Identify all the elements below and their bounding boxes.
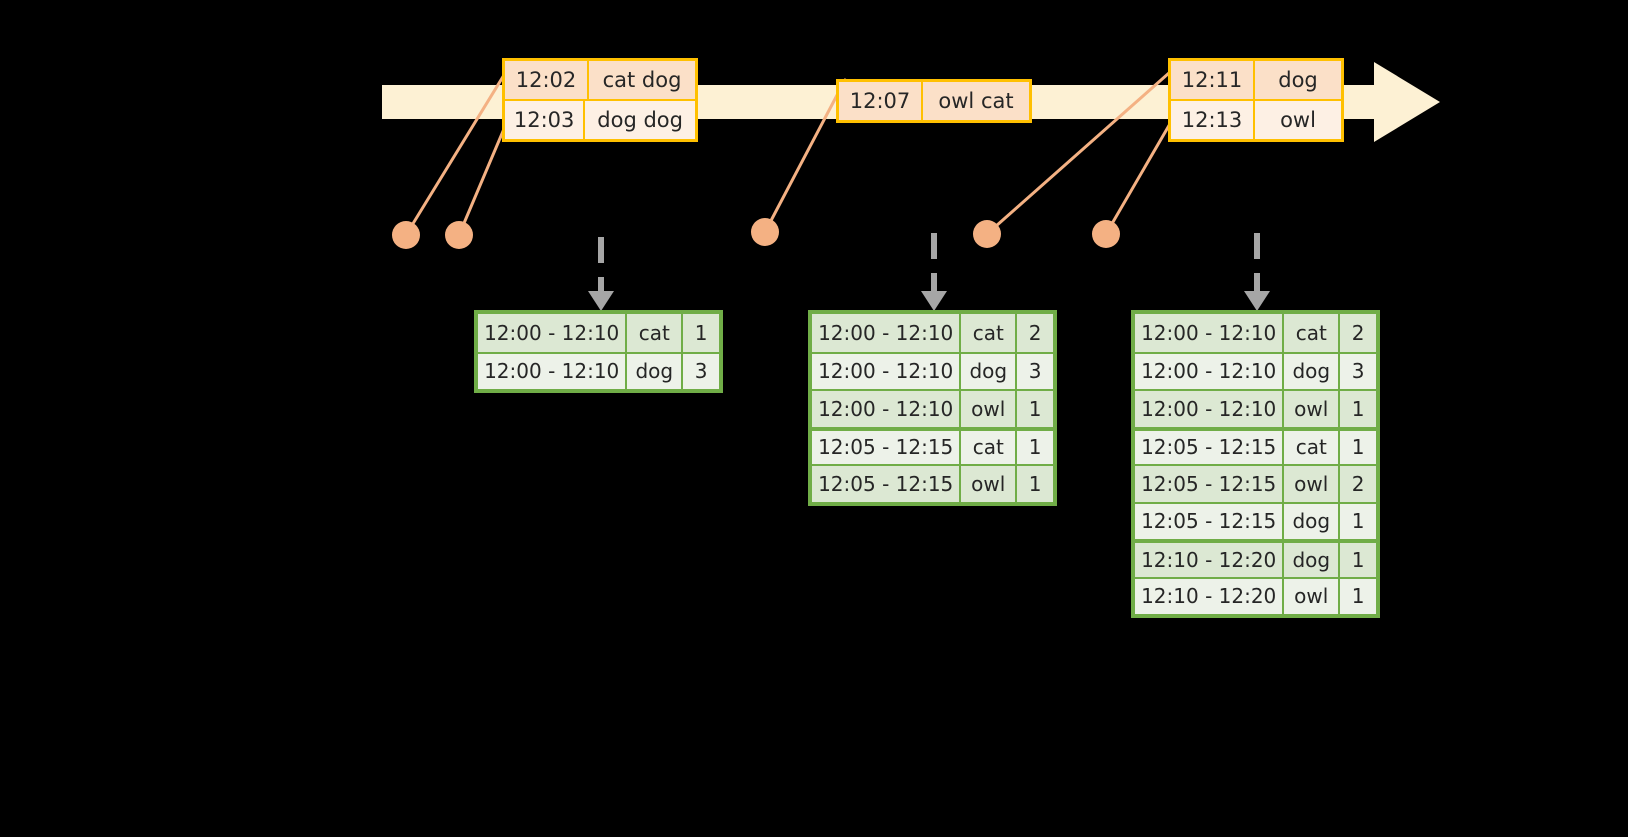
count-cell: 1 <box>1351 435 1365 460</box>
emit-arrow-2 <box>921 233 947 311</box>
event-payload: owl <box>1280 108 1316 132</box>
key-cell: dog <box>627 353 684 389</box>
window-cell: 12:05 - 12:15 <box>1135 466 1285 502</box>
emit-arrow-2-head <box>921 291 947 311</box>
connector-line-5 <box>1104 108 1180 236</box>
window-cell: 12:05 - 12:15 <box>812 430 962 464</box>
event-payload: cat dog <box>602 68 682 92</box>
window-cell: 12:00 - 12:10 <box>478 353 628 389</box>
window-cell: 12:00 - 12:10 <box>1135 353 1285 389</box>
emit-arrow-3-head <box>1244 291 1270 311</box>
event-dot-2 <box>445 221 473 249</box>
event-payload: owl cat <box>938 89 1014 113</box>
emit-arrow-1 <box>588 237 614 311</box>
key-cell: owl <box>1284 391 1341 427</box>
event-row[interactable]: 12:11 dog <box>1171 61 1341 99</box>
event-dot-4 <box>973 220 1001 248</box>
count-cell: 1 <box>1351 396 1365 421</box>
emit-arrow-3 <box>1244 233 1270 311</box>
event-payload: dog <box>1278 68 1318 92</box>
event-dot-3 <box>751 218 779 246</box>
event-time: 12:02 <box>505 61 589 99</box>
count-cell: 1 <box>1028 396 1042 421</box>
count-cell: 1 <box>1351 509 1365 534</box>
key-cell: dog <box>1284 353 1341 389</box>
count-cell: 1 <box>694 320 708 345</box>
window-cell: 12:05 - 12:15 <box>812 466 962 502</box>
key-cell: cat <box>1284 430 1341 464</box>
window-cell: 12:00 - 12:10 <box>812 353 962 389</box>
key-cell: owl <box>1284 578 1341 614</box>
key-cell: cat <box>961 314 1018 352</box>
key-cell: cat <box>627 314 684 352</box>
emit-arrows <box>588 233 1270 311</box>
event-dots <box>392 218 1120 249</box>
window-cell: 12:00 - 12:10 <box>1135 391 1285 427</box>
key-cell: cat <box>1284 314 1341 352</box>
count-cell: 1 <box>1028 435 1042 460</box>
window-cell: 12:10 - 12:20 <box>1135 543 1285 577</box>
key-cell: owl <box>1284 466 1341 502</box>
key-cell: owl <box>961 466 1018 502</box>
event-dot-5 <box>1092 220 1120 248</box>
count-cell: 3 <box>1351 359 1365 384</box>
count-cell: 1 <box>1351 547 1365 572</box>
event-row[interactable]: 12:02 cat dog <box>505 61 695 99</box>
event-group-3[interactable]: 12:11 dog 12:13 owl <box>1168 58 1344 142</box>
event-time: 12:13 <box>1171 101 1255 139</box>
key-cell: dog <box>961 353 1018 389</box>
event-group-1[interactable]: 12:02 cat dog 12:03 dog dog <box>502 58 698 142</box>
count-cell: 3 <box>694 359 708 384</box>
count-cell: 2 <box>1351 320 1365 345</box>
window-cell: 12:10 - 12:20 <box>1135 578 1285 614</box>
event-row[interactable]: 12:13 owl <box>1171 99 1341 139</box>
event-row[interactable]: 12:07 owl cat <box>839 82 1029 120</box>
count-cell: 1 <box>1351 584 1365 609</box>
count-cell: 2 <box>1028 320 1042 345</box>
connector-line-1 <box>404 60 514 237</box>
event-time: 12:11 <box>1171 61 1255 99</box>
window-cell: 12:00 - 12:10 <box>1135 314 1285 352</box>
emit-arrow-1-head <box>588 291 614 311</box>
window-cell: 12:00 - 12:10 <box>478 314 628 352</box>
window-cell: 12:05 - 12:15 <box>1135 430 1285 464</box>
key-cell: dog <box>1284 503 1341 539</box>
window-cell: 12:00 - 12:10 <box>812 391 962 427</box>
connector-line-3 <box>763 78 847 234</box>
event-payload: dog dog <box>597 108 683 132</box>
window-cell: 12:05 - 12:15 <box>1135 503 1285 539</box>
connector-line-4 <box>985 63 1180 236</box>
event-row[interactable]: 12:03 dog dog <box>505 99 695 139</box>
key-cell: owl <box>961 391 1018 427</box>
count-cell: 3 <box>1028 359 1042 384</box>
event-group-2[interactable]: 12:07 owl cat <box>836 79 1032 123</box>
key-cell: dog <box>1284 543 1341 577</box>
window-cell: 12:00 - 12:10 <box>812 314 962 352</box>
key-cell: cat <box>961 430 1018 464</box>
event-dot-1 <box>392 221 420 249</box>
event-time: 12:03 <box>505 101 586 139</box>
count-cell: 2 <box>1351 471 1365 496</box>
count-cell: 1 <box>1028 471 1042 496</box>
event-time: 12:07 <box>839 82 923 120</box>
